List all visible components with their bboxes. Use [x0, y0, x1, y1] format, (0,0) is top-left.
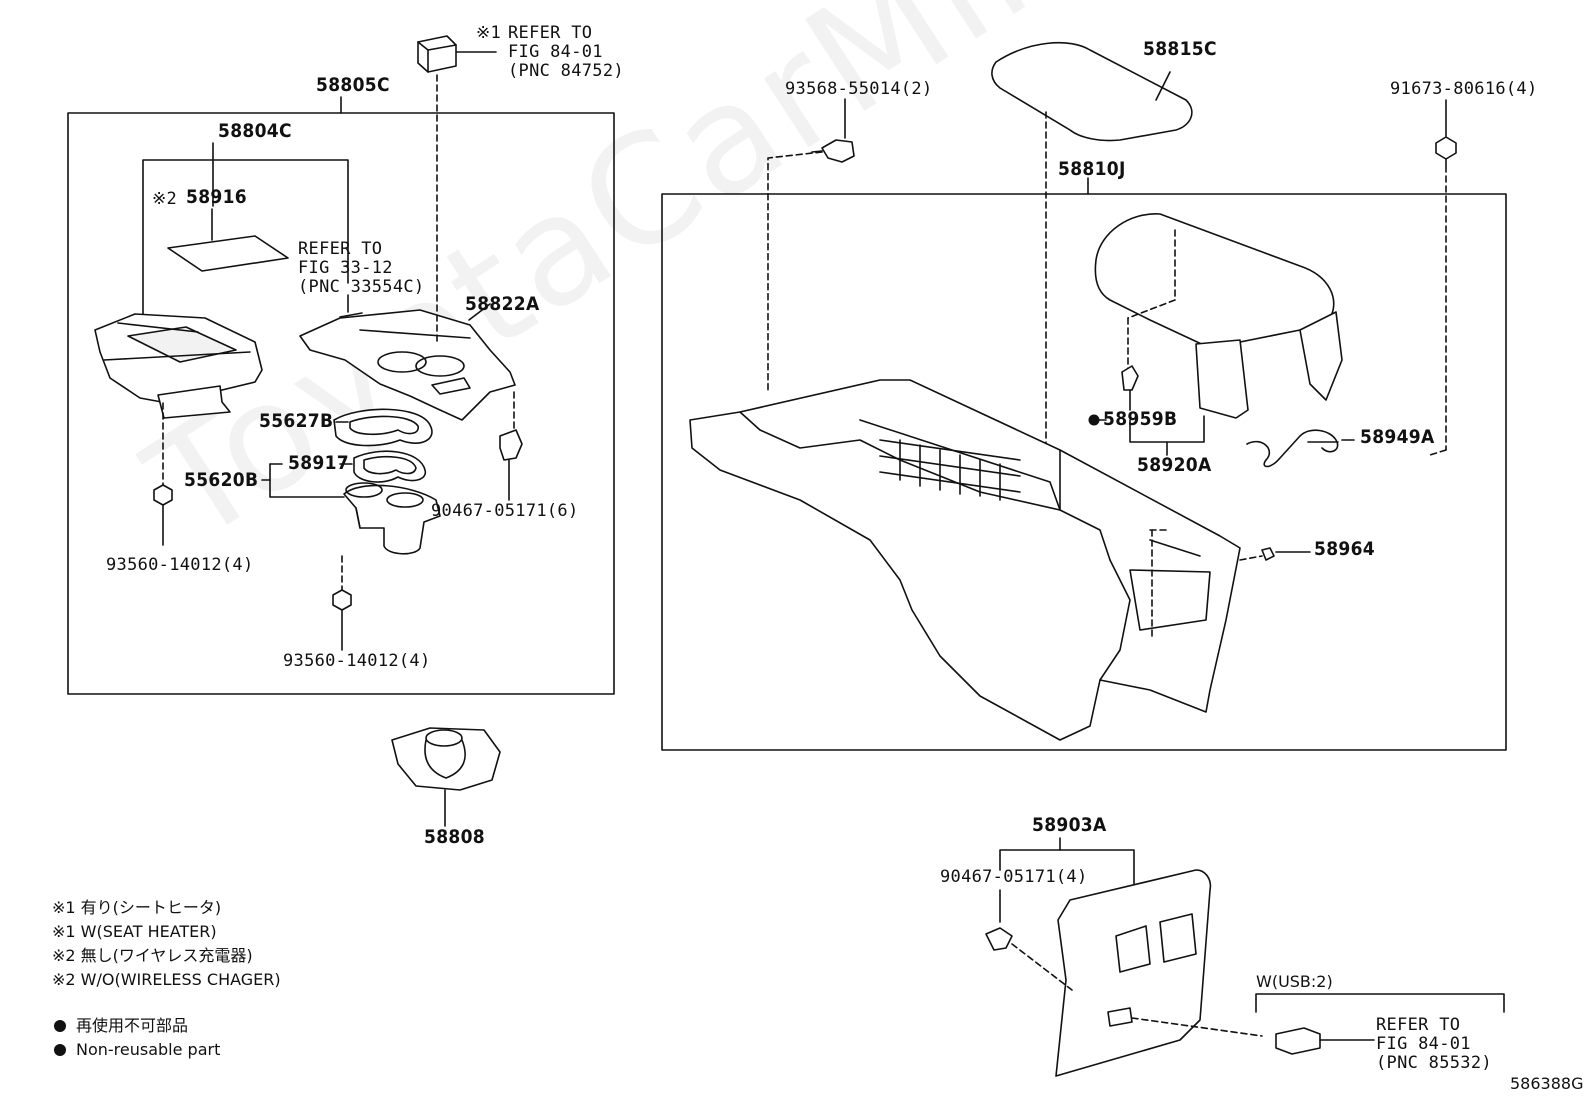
label-58805c[interactable]: 58805C [316, 74, 390, 96]
label-58903a[interactable]: 58903A [1032, 814, 1107, 836]
label-55627b[interactable]: 55627B [259, 410, 334, 432]
part-58959b-clip [1121, 365, 1139, 411]
refer-fig-84-01-bottom[interactable]: REFER TO FIG 84-01 (PNC 85532) [1376, 1015, 1492, 1073]
label-58804c[interactable]: 58804C [218, 120, 292, 142]
part-93560-screw-b [332, 589, 352, 651]
legend-dot-1 [54, 1020, 66, 1032]
part-58804c-tray [94, 313, 263, 419]
label-93568[interactable]: 93568-55014(2) [785, 79, 933, 99]
part-91673-bolt [1435, 99, 1457, 173]
label-90467-6[interactable]: 90467-05171(6) [431, 501, 579, 521]
label-93560-b[interactable]: 93560-14012(4) [283, 651, 431, 671]
legend-dot-2 [54, 1044, 66, 1056]
part-90467-clip [499, 429, 523, 501]
label-58822a[interactable]: 58822A [465, 293, 540, 315]
note-2-jp: ※2 無し(ワイヤレス充電器) [52, 946, 253, 965]
label-93560-a[interactable]: 93560-14012(4) [106, 555, 254, 575]
legend-non-reusable-en: Non-reusable part [76, 1040, 221, 1059]
label-58810j[interactable]: 58810J [1058, 158, 1126, 180]
part-58916-mat [167, 235, 289, 272]
label-58815c[interactable]: 58815C [1143, 38, 1217, 60]
part-58822a-panel [299, 309, 516, 421]
diagram-id: 586388G [1510, 1074, 1584, 1093]
non-reusable-dot [1088, 414, 1100, 426]
mark-1-refer: ※1 [476, 23, 502, 43]
part-55620b-cup-holder [343, 482, 441, 555]
part-58808-boot [391, 727, 501, 827]
label-91673[interactable]: 91673-80616(4) [1390, 79, 1538, 99]
part-58917-gasket [353, 450, 427, 483]
label-usb: W(USB:2) [1256, 972, 1333, 991]
label-55620b[interactable]: 55620B [184, 469, 259, 491]
part-58964-clip [1261, 547, 1311, 561]
label-58959b[interactable]: 58959B [1103, 408, 1178, 430]
part-58949a-spring [1246, 429, 1355, 468]
part-58815c-lid [991, 41, 1193, 142]
part-usb-port [1275, 1027, 1375, 1055]
label-58916[interactable]: 58916 [186, 186, 247, 208]
note-1-en: ※1 W(SEAT HEATER) [52, 922, 217, 941]
refer-fig-84-01-top[interactable]: REFER TO FIG 84-01 (PNC 84752) [508, 23, 624, 81]
part-93560-screw-a [153, 484, 173, 546]
legend-non-reusable-jp: 再使用不可部品 [76, 1016, 189, 1035]
group-box-58810j [661, 193, 1507, 751]
refer-fig-33-12[interactable]: REFER TO FIG 33-12 (PNC 33554C) [298, 239, 425, 297]
part-58920a-armrest [1094, 213, 1343, 419]
mark-2-58916: ※2 [152, 189, 178, 209]
part-90467-clip-b [985, 927, 1013, 951]
label-58808[interactable]: 58808 [424, 826, 485, 848]
part-58903a-rear-panel [1055, 869, 1212, 1077]
notes-block: ※1 有り(シートヒータ) ※1 W(SEAT HEATER) ※2 無し(ワイ… [52, 898, 281, 989]
label-58964[interactable]: 58964 [1314, 538, 1375, 560]
label-58917[interactable]: 58917 [288, 452, 349, 474]
part-58810j-console-box [689, 379, 1241, 741]
label-58949a[interactable]: 58949A [1360, 426, 1435, 448]
label-58920a[interactable]: 58920A [1137, 454, 1212, 476]
part-93568-bolt [811, 98, 855, 163]
note-1-jp: ※1 有り(シートヒータ) [52, 898, 222, 917]
part-55627b-gasket [333, 408, 433, 447]
label-90467-4[interactable]: 90467-05171(4) [940, 867, 1088, 887]
note-2-en: ※2 W/O(WIRELESS CHAGER) [52, 970, 281, 989]
part-seat-heater-switch [417, 35, 457, 73]
